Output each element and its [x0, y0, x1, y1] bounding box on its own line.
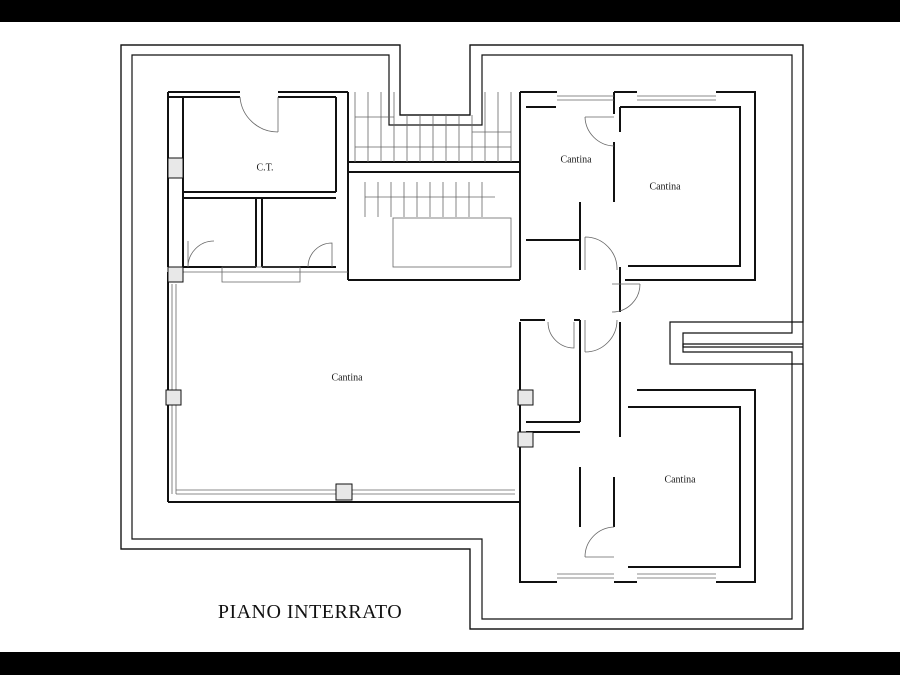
wall-upper-divider [579, 92, 621, 270]
wall-top-ct-right [278, 91, 348, 98]
door-bath-left-swing [187, 240, 215, 268]
perimeter-outer-wall [120, 44, 804, 630]
column-mid-right [517, 389, 534, 406]
stair-upper-steps [354, 92, 512, 162]
room-label-cantina-top-right: Cantina [649, 181, 681, 193]
column-left-mid [167, 266, 184, 283]
wall-ct-right [335, 92, 349, 280]
wall-lower-small [526, 421, 580, 433]
column-left [165, 389, 182, 406]
perimeter-inner-wall [131, 54, 793, 620]
column-left-top [167, 157, 184, 179]
door-lower-small-swing [547, 321, 575, 349]
wall-lower-right-inner [628, 406, 741, 568]
column-right-mid [517, 431, 534, 448]
door-small-cantina-swing [584, 116, 615, 147]
partition-lines [183, 266, 348, 283]
wall-stair-top [348, 161, 520, 173]
stair-landing [392, 217, 512, 268]
wall-top-ct-left [168, 91, 240, 98]
door-corridor-swing [584, 236, 618, 271]
window-lines-big-cantina [171, 284, 515, 495]
wall-lower-right-outer [519, 319, 756, 583]
wall-ct-bottom [183, 191, 336, 199]
stair-upper-rails [355, 116, 511, 148]
room-label-ct: C.T. [256, 162, 274, 174]
window-upper-right [557, 95, 716, 101]
wall-lower-divider [579, 320, 615, 527]
room-label-cantina-large: Cantina [331, 372, 363, 384]
floor-plan-canvas: C.T. Cantina Cantina Cantina Cantina PIA… [0, 22, 900, 652]
stair-lower-steps [364, 182, 483, 217]
room-label-cantina-bottom-right: Cantina [664, 474, 696, 486]
window-lower-right [557, 573, 716, 579]
wall-upper-right-inner [526, 106, 741, 267]
column-bottom [335, 483, 353, 501]
door-bath-right-swing [307, 242, 333, 268]
door-lower-cantina-swing [584, 526, 615, 558]
perimeter-outer [120, 44, 804, 630]
floor-plan-drawing [120, 44, 804, 630]
door-lower-corridor-swing [584, 319, 618, 353]
door-landing-swing [611, 283, 641, 313]
wall-upper-right-outer [520, 91, 756, 281]
room-label-cantina-small-top: Cantina [560, 154, 592, 166]
plan-title: PIANO INTERRATO [217, 601, 403, 623]
door-ct-swing [239, 96, 279, 133]
wall-bath-divider [255, 198, 263, 267]
